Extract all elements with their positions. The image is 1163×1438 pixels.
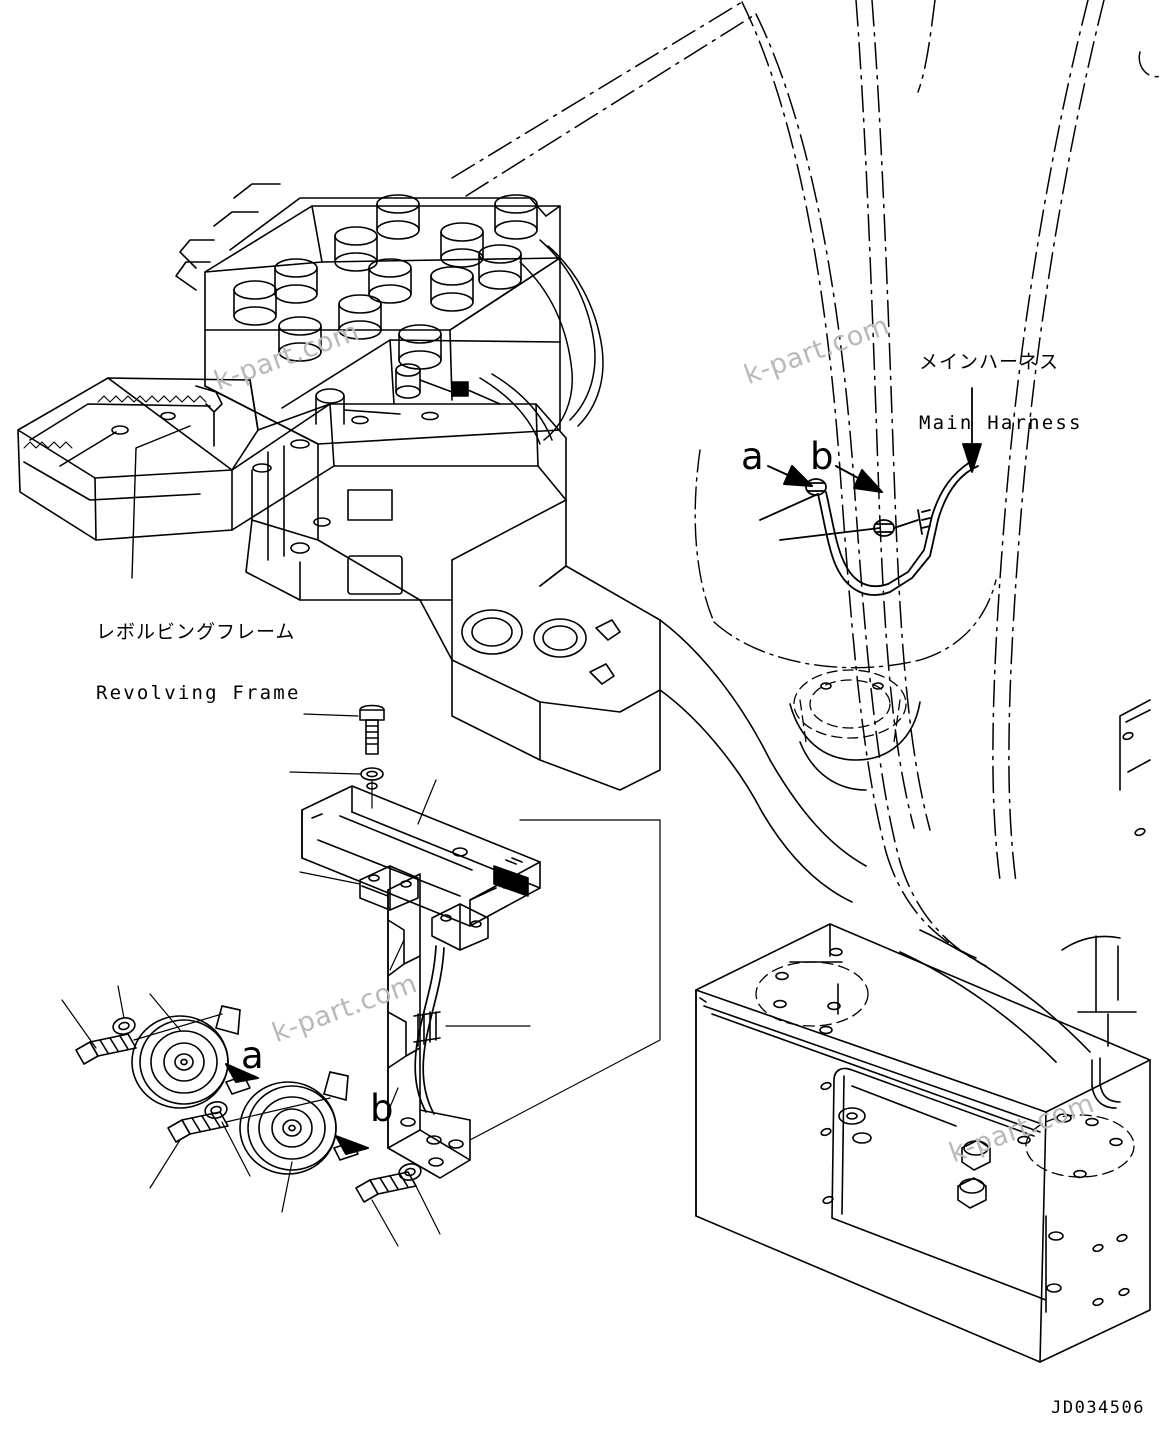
frame-top-plate	[231, 339, 567, 531]
upper-structure-phantom	[694, 449, 997, 669]
callout-b-arrow	[835, 465, 883, 493]
revolving-frame-body	[245, 443, 567, 601]
horn-callout-b-arrow	[335, 1135, 369, 1155]
swing-circle-hidden	[793, 669, 907, 743]
horn-b-bolt	[167, 1111, 229, 1143]
lower-frame-base	[695, 923, 1151, 1363]
swing-circle-visible	[789, 682, 921, 791]
bracket-clamp-upper	[359, 865, 419, 911]
main-harness-leader	[962, 387, 982, 473]
callout-harness-a: a	[741, 435, 764, 478]
horn-washer-3	[398, 1163, 422, 1181]
horn-callout-a-arrow	[225, 1063, 259, 1083]
cover-washer	[360, 767, 384, 781]
label-revolving-frame-en: Revolving Frame	[96, 682, 301, 704]
horn-bolt-3	[355, 1171, 417, 1203]
bracket-leaders	[299, 819, 661, 1141]
valve-solenoid	[315, 363, 501, 425]
callout-horn-a: a	[241, 1034, 264, 1077]
cover-bolt	[359, 704, 385, 755]
boom-foot-casting	[419, 565, 867, 903]
revolving-frame-deck	[17, 377, 259, 541]
horn-b-leaders	[149, 1097, 331, 1213]
revolving-frame-leader	[131, 425, 191, 579]
bracket-clamp-lower	[431, 903, 489, 951]
horn-a-washer	[112, 1017, 136, 1035]
horn-a	[131, 1005, 251, 1109]
horn-a-bolt	[75, 1033, 137, 1065]
label-main-harness: メインハーネス Main Harness	[919, 313, 1083, 473]
harness-spring-clamp	[413, 1011, 441, 1047]
label-main-harness-en: Main Harness	[919, 412, 1083, 434]
right-side-panel	[1107, 699, 1151, 1047]
label-revolving-frame: レボルビングフレーム Revolving Frame	[96, 583, 301, 743]
boom-phantom-outline	[451, 0, 1161, 967]
horn-mounting-bracket	[299, 819, 661, 1179]
horn-b-washer	[204, 1101, 228, 1119]
horn-a-leaders	[61, 985, 223, 1049]
drawing-number: JD034506	[1051, 1398, 1145, 1418]
callout-horn-b: b	[370, 1087, 394, 1130]
horn-bolt3-leaders	[371, 1181, 441, 1247]
label-revolving-frame-jp: レボルビングフレーム	[96, 621, 296, 643]
valve-port-cylinders	[233, 194, 538, 370]
harness-connector-b	[873, 509, 931, 537]
frame-clamp-bosses	[957, 1139, 991, 1209]
horn-b	[239, 1071, 359, 1175]
callout-a-arrow	[767, 465, 813, 487]
cover-leaders	[289, 713, 437, 825]
horn-cover-plate	[301, 782, 541, 927]
harness-connector-a	[805, 478, 827, 496]
label-main-harness-jp: メインハーネス	[919, 351, 1060, 373]
hydraulic-valve-block	[175, 183, 604, 445]
callout-harness-b: b	[810, 435, 834, 478]
cover-connector	[493, 857, 529, 897]
